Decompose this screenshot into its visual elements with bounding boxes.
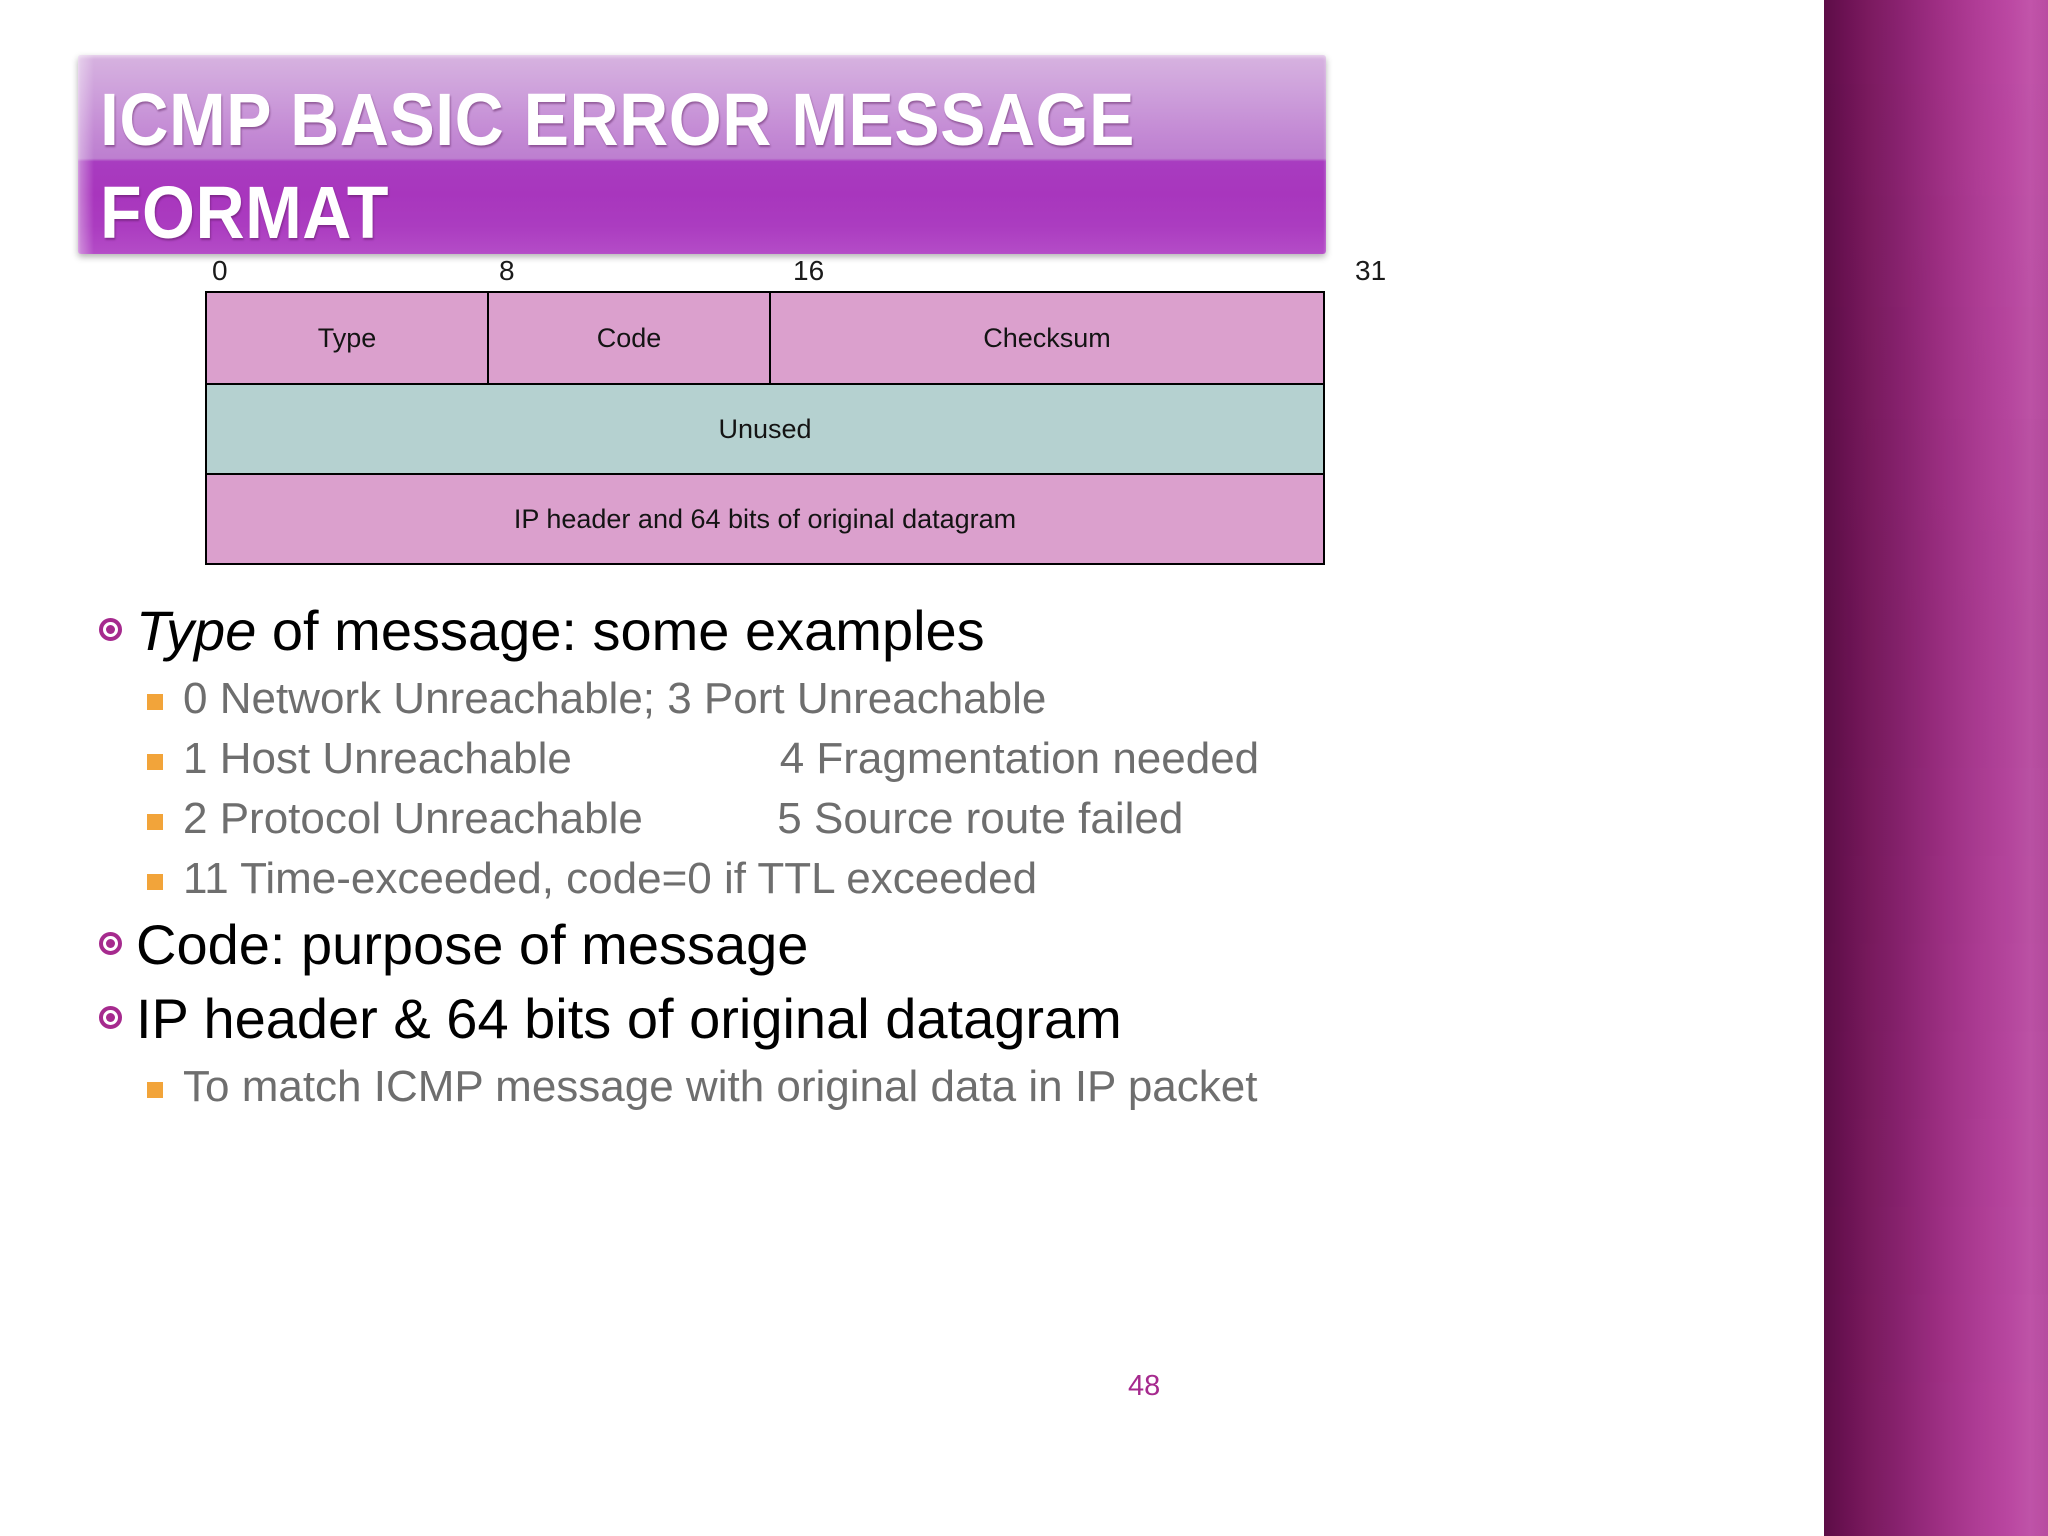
bullet-text-type-1-4: 1 Host Unreachable 4 Fragmentation neede… [183, 734, 1260, 783]
bullet-text-type-of-message: Type of message: some examples [136, 596, 985, 666]
square-bullet-icon [147, 754, 169, 770]
packet-format-table: Type Code Checksum Unused IP header and … [205, 291, 1325, 565]
bullet-text-code-purpose: Code: purpose of message [136, 913, 809, 976]
ruler-tick-31: 31 [1355, 255, 1387, 286]
bullet-text-type-0-3: 0 Network Unreachable; 3 Port Unreachabl… [183, 674, 1047, 723]
ring-bullet-icon [95, 1006, 125, 1029]
bullet-text-type-2-5: 2 Protocol Unreachable 5 Source route fa… [183, 794, 1184, 843]
ring-bullet-icon [95, 618, 125, 641]
list-item: 1 Host Unreachable 4 Fragmentation neede… [95, 730, 1425, 787]
bullet-list: Type of message: some examples 0 Network… [95, 596, 1425, 1118]
title-banner: ICMP Basic Error Message Format [78, 55, 1326, 254]
table-row: Type Code Checksum [205, 291, 1325, 385]
square-bullet-icon [147, 694, 169, 710]
list-item: Code: purpose of message [95, 910, 1425, 980]
ruler-tick-16: 16 [793, 255, 825, 286]
table-row: IP header and 64 bits of original datagr… [205, 473, 1325, 565]
list-item: Type of message: some examples [95, 596, 1425, 666]
list-item: 0 Network Unreachable; 3 Port Unreachabl… [95, 670, 1425, 727]
packet-field-ipheader-payload: IP header and 64 bits of original datagr… [205, 473, 1325, 565]
bullet-rest: of message: some examples [256, 599, 985, 662]
table-row: Unused [205, 383, 1325, 475]
ruler-tick-8: 8 [499, 255, 515, 286]
list-item: 2 Protocol Unreachable 5 Source route fa… [95, 790, 1425, 847]
square-bullet-icon [147, 874, 169, 890]
packet-field-unused: Unused [205, 383, 1325, 475]
decorative-right-band [1824, 0, 2048, 1536]
packet-field-code: Code [487, 291, 771, 385]
list-item: IP header & 64 bits of original datagram [95, 984, 1425, 1054]
ruler-tick-0: 0 [212, 255, 228, 286]
page-number: 48 [1128, 1370, 1161, 1402]
ring-bullet-icon [95, 932, 125, 955]
square-bullet-icon [147, 1082, 169, 1098]
bullet-text-type-11: 11 Time-exceeded, code=0 if TTL exceeded [183, 854, 1038, 903]
packet-field-type: Type [205, 291, 489, 385]
page-title: ICMP Basic Error Message Format [100, 78, 1135, 254]
bullet-emphasis: Type [136, 599, 257, 662]
bullet-text-match-icmp: To match ICMP message with original data… [183, 1062, 1258, 1111]
list-item: To match ICMP message with original data… [95, 1058, 1425, 1115]
list-item: 11 Time-exceeded, code=0 if TTL exceeded [95, 850, 1425, 907]
bit-ruler: 0 8 16 31 [205, 255, 1386, 291]
square-bullet-icon [147, 814, 169, 830]
bullet-text-ipheader-64bits: IP header & 64 bits of original datagram [136, 987, 1122, 1050]
packet-field-checksum: Checksum [769, 291, 1325, 385]
